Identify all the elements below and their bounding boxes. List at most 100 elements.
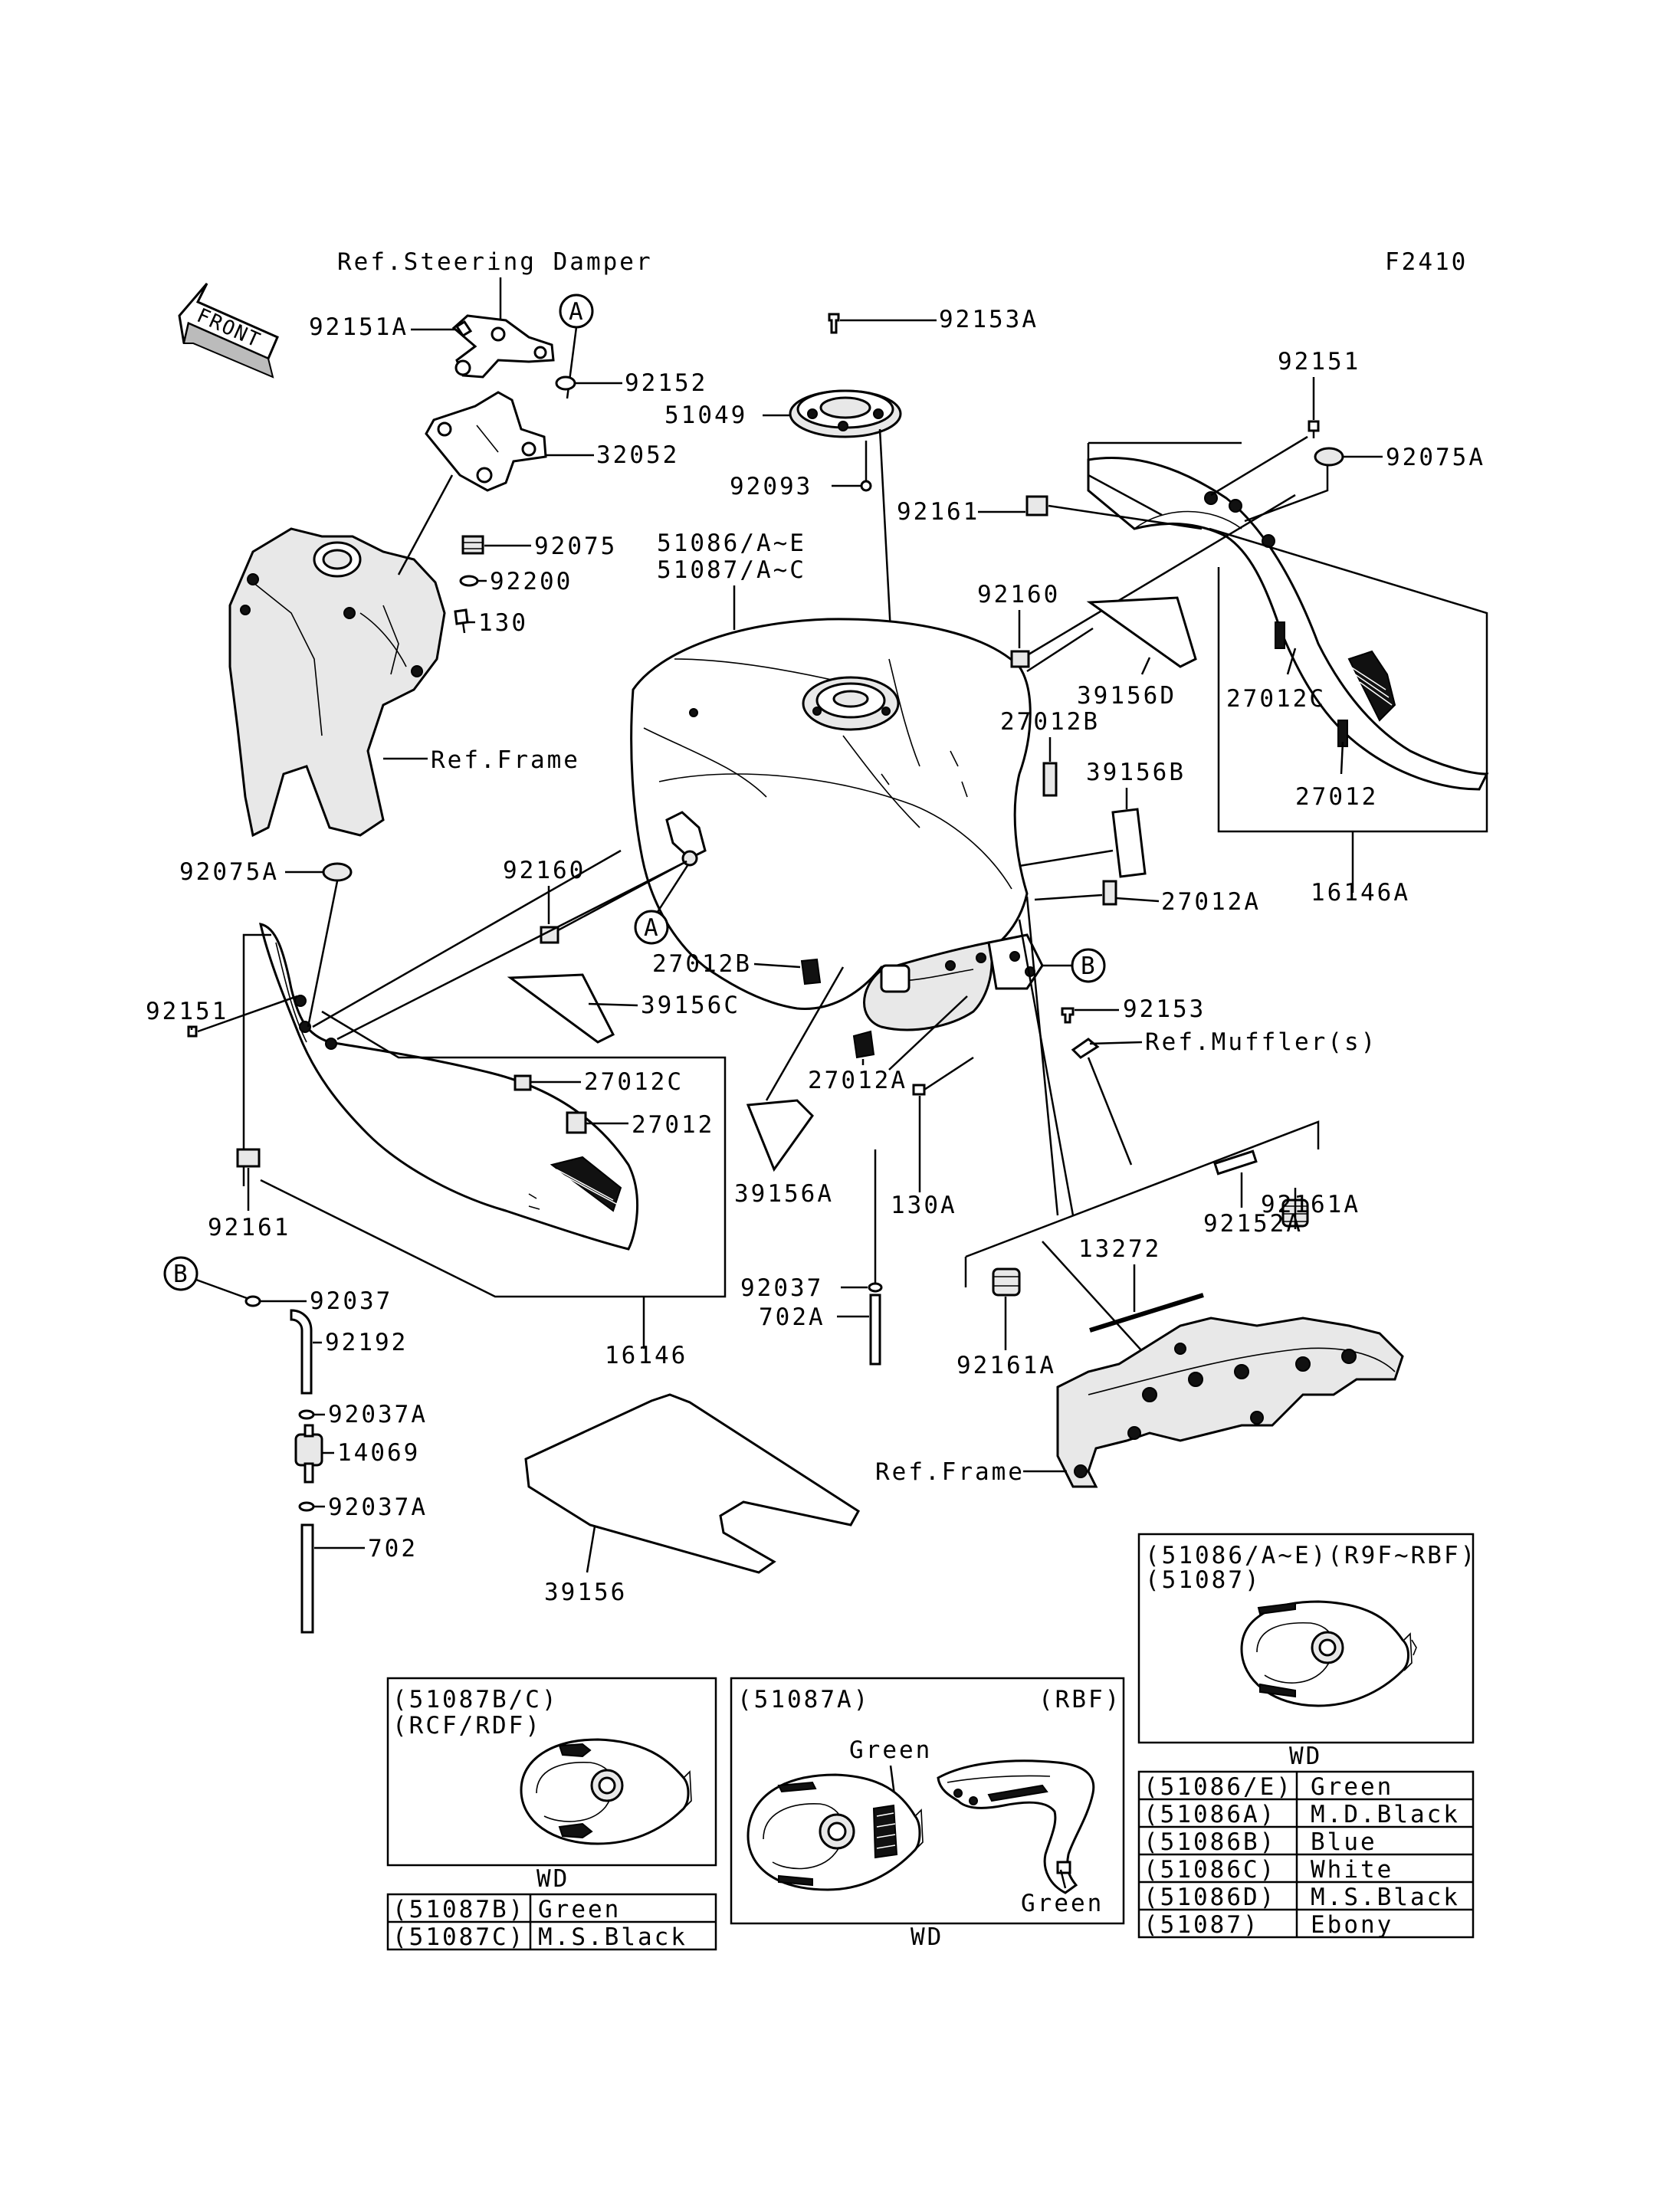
figure-code: F2410: [1385, 248, 1468, 276]
label-16146A: 16146A: [1311, 879, 1410, 907]
fuel-cap-51049: [789, 389, 902, 438]
side-cover-left: [259, 923, 638, 1251]
color-name-right-4: M.S.Black: [1311, 1884, 1460, 1911]
label-92151-left: 92151: [146, 998, 228, 1025]
label-ref-steering-damper: Ref.Steering Damper: [337, 248, 653, 276]
tank-top-view-left: [520, 1738, 692, 1845]
inset-right-header-2: (51087): [1145, 1566, 1262, 1594]
label-92161-top: 92161: [897, 498, 979, 526]
frame-front-left: [228, 527, 446, 838]
color-name-left-1: M.S.Black: [538, 1923, 687, 1951]
emblem-27012B-top: [1042, 762, 1058, 797]
emblem-27012C-left: [514, 1074, 532, 1091]
color-name-right-1: M.D.Black: [1311, 1801, 1460, 1828]
label-27012B-top: 27012B: [1000, 708, 1100, 736]
label-39156: 39156: [544, 1579, 627, 1606]
clip-92037-mid: [868, 1282, 883, 1293]
label-92152A: 92152A: [1203, 1210, 1303, 1238]
hose-702A: [869, 1294, 881, 1366]
label-27012-right: 27012: [1295, 783, 1378, 811]
label-92192: 92192: [325, 1329, 408, 1356]
label-14069: 14069: [337, 1439, 420, 1467]
tank-top-view-right: [1240, 1600, 1417, 1707]
grommet-92160-top: [1010, 650, 1030, 668]
hose-92192: [290, 1309, 313, 1395]
inset-right-header-1: (51086/A~E)(R9F~RBF): [1145, 1542, 1477, 1569]
color-code-right-3: (51086C): [1144, 1856, 1276, 1884]
grommet-92161-top: [1025, 495, 1048, 516]
label-92160-left: 92160: [503, 857, 586, 884]
label-51087: 51087/A~C: [657, 556, 806, 584]
bolt-130A: [912, 1056, 974, 1096]
callout-A-mid-letter: A: [644, 914, 661, 942]
color-code-right-4: (51086D): [1144, 1884, 1276, 1911]
emblem-27012A-right: [1102, 880, 1117, 906]
label-702A: 702A: [759, 1303, 825, 1331]
color-code-right-1: (51086A): [1144, 1801, 1276, 1828]
label-ref-frame-left: Ref.Frame: [431, 746, 580, 774]
color-code-right-5: (51087): [1144, 1911, 1260, 1939]
inset-middle-label-green-bottom: Green: [1021, 1890, 1104, 1917]
frame-rear-right: [1056, 1317, 1404, 1488]
label-92151-right: 92151: [1278, 348, 1360, 375]
label-92075: 92075: [534, 533, 617, 560]
clip-92037A-1: [298, 1409, 315, 1420]
label-702: 702: [368, 1535, 418, 1562]
label-51049: 51049: [664, 402, 747, 429]
washer-92200: [459, 575, 479, 587]
color-code-left-0: (51087B): [392, 1896, 525, 1923]
label-27012A-mid: 27012A: [808, 1067, 907, 1094]
color-code-right-0: (51086/E): [1144, 1773, 1293, 1801]
label-ref-muffler: Ref.Muffler(s): [1145, 1028, 1377, 1056]
color-name-right-5: Ebony: [1311, 1911, 1393, 1939]
oring-92093: [860, 480, 872, 492]
inset-middle-header-left: (51087A): [737, 1686, 870, 1713]
inset-left-frame: [386, 1677, 717, 1867]
label-92037-left: 92037: [310, 1287, 392, 1315]
inset-left-caption: WD: [536, 1865, 569, 1893]
color-table-left: (51087B) Green (51087C) M.S.Black: [386, 1893, 717, 1951]
label-92037A-1: 92037A: [328, 1401, 428, 1428]
side-cover-view-middle: [937, 1759, 1095, 1894]
label-92161A-left: 92161A: [956, 1352, 1056, 1379]
rod-13272: [1089, 1293, 1204, 1333]
pad-39156A: [746, 1099, 814, 1172]
color-code-right-2: (51086B): [1144, 1828, 1276, 1856]
tank-top-view-middle: [746, 1773, 924, 1891]
color-name-right-3: White: [1311, 1856, 1393, 1884]
emblem-27012A-mid: [852, 1030, 875, 1059]
inset-middle-header-right: (RBF): [1039, 1686, 1121, 1713]
check-valve-14069: [294, 1424, 323, 1484]
label-92153A: 92153A: [939, 306, 1039, 333]
front-arrow-icon: FRONT: [178, 283, 279, 379]
color-name-right-0: Green: [1311, 1773, 1393, 1801]
inset-middle-label-green-top: Green: [849, 1736, 932, 1764]
label-92160-top: 92160: [977, 581, 1060, 608]
label-51086: 51086/A~E: [657, 530, 806, 557]
inset-right-frame: [1137, 1533, 1475, 1744]
color-name-left-0: Green: [538, 1896, 621, 1923]
label-27012C-right: 27012C: [1226, 685, 1326, 713]
damper-92161A-left: [992, 1267, 1021, 1297]
pad-39156B: [1111, 808, 1147, 878]
fuel-tank: [630, 618, 1044, 1031]
label-92161-left: 92161: [208, 1214, 290, 1241]
callout-B-mid-letter: B: [1081, 953, 1098, 980]
label-39156C: 39156C: [641, 992, 740, 1019]
emblem-27012-left: [566, 1111, 587, 1134]
washer-92152: [555, 375, 576, 391]
bolt-92151-left: [187, 1025, 198, 1038]
label-92152: 92152: [625, 369, 707, 397]
clip-92037A-2: [298, 1501, 315, 1512]
label-32052: 32052: [596, 441, 679, 469]
label-92037A-2: 92037A: [328, 1494, 428, 1521]
label-92075A-left: 92075A: [179, 858, 279, 886]
label-27012C-left: 27012C: [584, 1068, 684, 1096]
bolt-92151A: [454, 320, 473, 338]
label-92075A-right: 92075A: [1386, 444, 1485, 471]
inset-left-header-2: (RCF/RDF): [392, 1712, 542, 1740]
pad-39156D: [1086, 596, 1197, 668]
bolt-92153: [1061, 1007, 1075, 1024]
callout-A-top-letter: A: [569, 298, 586, 326]
